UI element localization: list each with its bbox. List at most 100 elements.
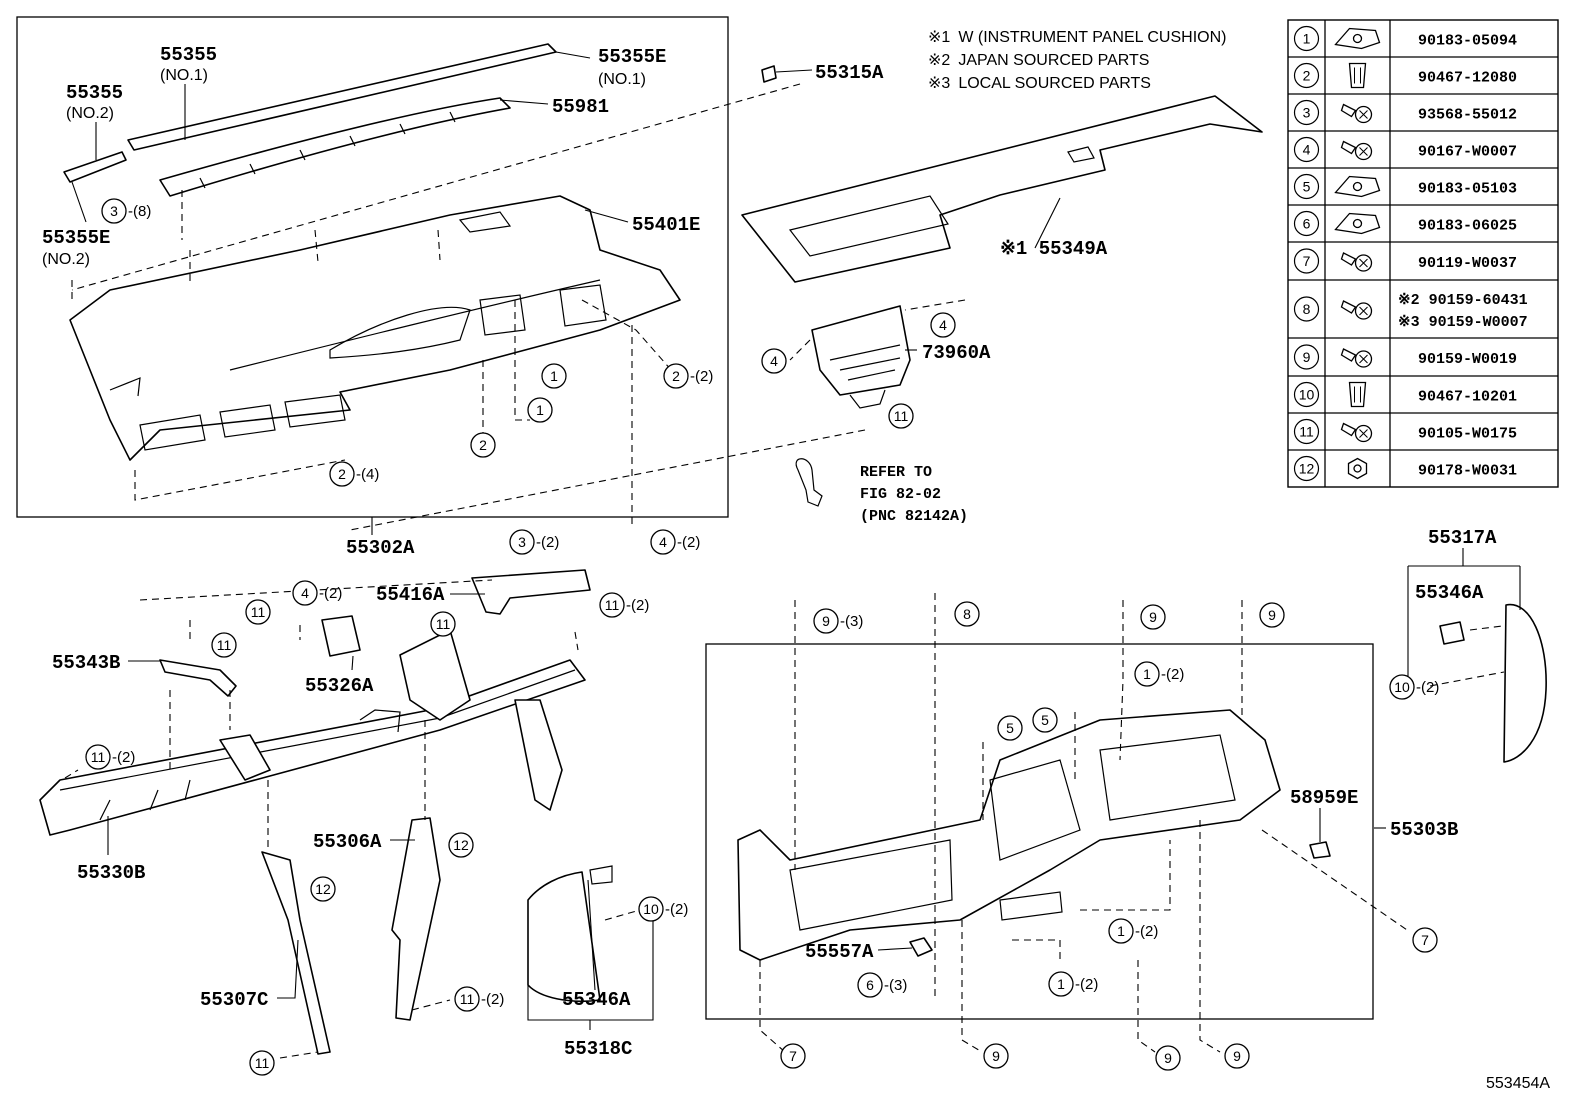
callout-c22: 11 bbox=[249, 1050, 275, 1076]
callout-c19: 12 bbox=[310, 876, 336, 902]
part-label: 55346A bbox=[1415, 582, 1484, 604]
part-label: 55317A bbox=[1428, 527, 1497, 549]
callout-quantity: -(4) bbox=[356, 466, 379, 483]
callout-number: 6 bbox=[866, 977, 874, 993]
row-number-circle bbox=[1293, 173, 1320, 200]
row-number-circle bbox=[1293, 25, 1320, 52]
callout-circle bbox=[1032, 707, 1058, 733]
callout-c18: 12 bbox=[448, 832, 474, 858]
part-label: 55355 bbox=[160, 44, 217, 66]
callout-number: 11 bbox=[460, 991, 475, 1007]
callout-c17: 11-(2) bbox=[85, 744, 135, 770]
garnish-strips bbox=[63, 43, 557, 197]
callout-number: 1 bbox=[1117, 923, 1125, 939]
brace-55343b bbox=[159, 659, 237, 697]
callout-number: 8 bbox=[963, 606, 971, 622]
callout-quantity: -(2) bbox=[1161, 666, 1184, 683]
reinforcement-beam bbox=[39, 629, 586, 836]
part-number: 90183-05103 bbox=[1418, 181, 1517, 198]
callout-circle bbox=[85, 744, 111, 770]
callout-c3: 1 bbox=[527, 397, 553, 423]
part-label: 55307C bbox=[200, 989, 268, 1011]
callout-quantity: -(2) bbox=[677, 534, 700, 551]
part-number: 90167-W0007 bbox=[1418, 144, 1517, 161]
box-55318c bbox=[527, 865, 613, 1003]
callout-circle bbox=[780, 1043, 806, 1069]
part-number: 90183-05094 bbox=[1418, 33, 1517, 50]
callout-number: 11 bbox=[605, 597, 620, 613]
callout-quantity: -(8) bbox=[128, 203, 151, 220]
cushion-55349a bbox=[741, 95, 1263, 283]
callout-number: 2 bbox=[479, 437, 487, 453]
callout-circle bbox=[1259, 602, 1285, 628]
part-label: 55557A bbox=[805, 941, 874, 963]
callout-circle bbox=[448, 832, 474, 858]
part-number: 90105-W0175 bbox=[1418, 426, 1517, 443]
part-label: 55318C bbox=[564, 1038, 632, 1060]
callout-circle bbox=[249, 1050, 275, 1076]
bolt-icon bbox=[1340, 422, 1373, 443]
row-number-circle bbox=[1293, 418, 1320, 445]
note-text: W (INSTRUMENT PANEL CUSHION) bbox=[958, 29, 1226, 46]
callout-number: 10 bbox=[1394, 679, 1410, 695]
note-mark: ※3 bbox=[928, 75, 950, 92]
push-clip-icon bbox=[1348, 62, 1367, 89]
callout-circle bbox=[211, 632, 237, 658]
part-label: 55401E bbox=[632, 214, 700, 236]
callout-circle bbox=[292, 580, 318, 606]
callout-number: 1 bbox=[1143, 666, 1151, 682]
callout-c25: 9 bbox=[1140, 604, 1166, 630]
row-number: 12 bbox=[1299, 461, 1315, 477]
part-number: 90159-W0019 bbox=[1418, 351, 1517, 368]
callout-c24: 8 bbox=[954, 601, 980, 627]
callout-circle bbox=[888, 403, 914, 429]
part-label-sub: (NO.2) bbox=[42, 251, 90, 268]
callout-circle bbox=[1108, 918, 1134, 944]
callout-number: 4 bbox=[770, 353, 778, 369]
callout-number: 9 bbox=[992, 1048, 1000, 1064]
solid-leaders bbox=[71, 51, 1521, 1030]
part-label: 55355E bbox=[598, 46, 666, 68]
part-label: 55303B bbox=[1390, 819, 1458, 841]
callout-c5: 2 bbox=[470, 432, 496, 458]
callout-quantity: -(2) bbox=[481, 991, 504, 1008]
part-label: 55355 bbox=[66, 82, 123, 104]
row-number-circle bbox=[1293, 210, 1320, 237]
callout-number: 11 bbox=[255, 1055, 270, 1071]
row-number: 11 bbox=[1299, 424, 1314, 440]
reference-note: REFER TO bbox=[860, 464, 932, 481]
callout-number: 9 bbox=[1268, 607, 1276, 623]
row-number: 7 bbox=[1303, 253, 1311, 269]
callout-quantity: -(2) bbox=[112, 749, 135, 766]
callout-number: 9 bbox=[822, 613, 830, 629]
callout-number: 9 bbox=[1233, 1048, 1241, 1064]
callout-c8: 4 bbox=[761, 348, 787, 374]
figure-id: 553454A bbox=[1486, 1075, 1550, 1092]
clip-55557a bbox=[909, 937, 933, 957]
part-number: 90183-06025 bbox=[1418, 218, 1517, 235]
part-label: 55981 bbox=[552, 96, 609, 118]
callout-circle bbox=[527, 397, 553, 423]
callout-circle bbox=[1412, 927, 1438, 953]
callout-number: 2 bbox=[672, 368, 680, 384]
table-row: 8※2 90159-60431※3 90159-W0007 bbox=[1293, 292, 1528, 331]
part-label-sub: (NO.2) bbox=[66, 105, 114, 122]
part-label: 55343B bbox=[52, 652, 120, 674]
svg-text:※1W (INSTRUMENT PANEL CUSHION): ※1W (INSTRUMENT PANEL CUSHION) bbox=[928, 29, 1226, 46]
screw-icon bbox=[1340, 103, 1373, 124]
callout-number: 4 bbox=[939, 317, 947, 333]
row-number: 3 bbox=[1303, 105, 1311, 121]
row-number: 4 bbox=[1303, 142, 1311, 158]
callout-number: 11 bbox=[894, 408, 909, 424]
callout-number: 11 bbox=[217, 637, 232, 653]
callout-number: 7 bbox=[1421, 932, 1429, 948]
callout-c27: 1 -(2) bbox=[1134, 661, 1184, 687]
callout-number: 9 bbox=[1164, 1050, 1172, 1066]
table-border bbox=[1287, 19, 1559, 488]
callout-circle bbox=[245, 599, 271, 625]
callout-c10: 4-(2) bbox=[650, 529, 700, 555]
